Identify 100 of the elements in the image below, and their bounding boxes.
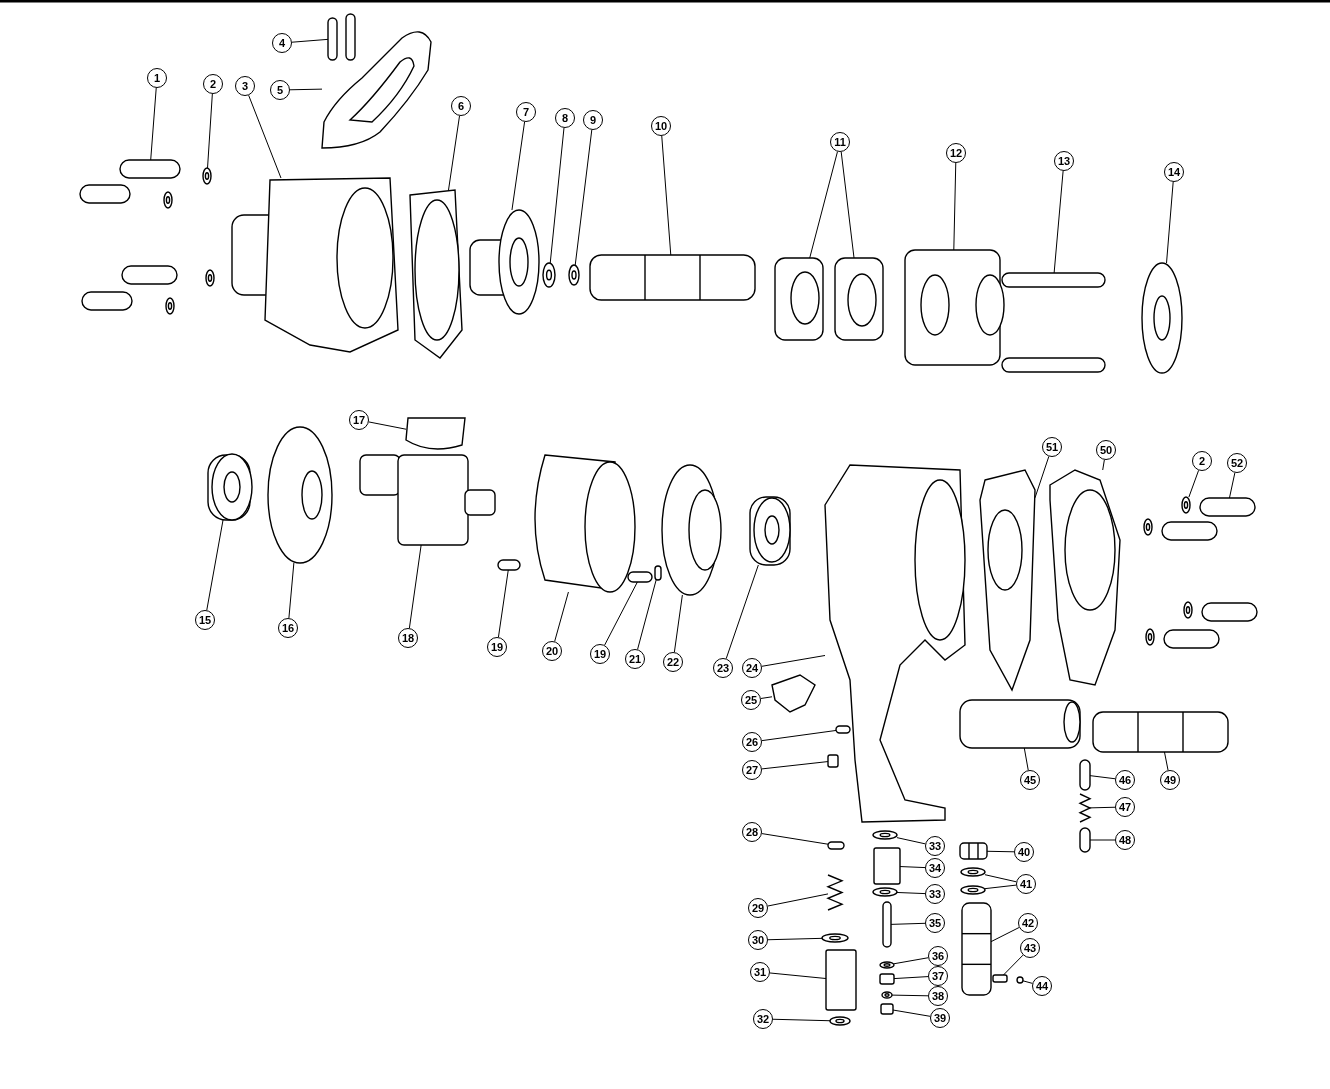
leader-line xyxy=(1188,469,1200,498)
leader-line xyxy=(368,421,407,430)
leader-line xyxy=(896,837,926,845)
valve-stem xyxy=(882,901,892,948)
washer xyxy=(165,297,175,315)
leader-line xyxy=(1089,806,1116,809)
leader-line xyxy=(986,850,1015,853)
leader-line xyxy=(1228,472,1236,499)
leader-line xyxy=(1002,954,1024,976)
callout-number: 51 xyxy=(1042,437,1062,457)
screw xyxy=(345,13,356,61)
callout-number: 41 xyxy=(1016,874,1036,894)
bolt xyxy=(1199,497,1256,517)
bushing xyxy=(469,209,540,315)
bushing xyxy=(873,847,901,885)
callout-number: 22 xyxy=(663,652,683,672)
callout-number: 33 xyxy=(925,884,945,904)
callout-number: 16 xyxy=(278,618,298,638)
callout-number: 44 xyxy=(1032,976,1052,996)
callout-number: 19 xyxy=(487,637,507,657)
leader-line xyxy=(890,922,926,925)
callout-number: 2 xyxy=(203,74,223,94)
callout-number: 21 xyxy=(625,649,645,669)
callout-number: 43 xyxy=(1020,938,1040,958)
callout-number: 5 xyxy=(270,80,290,100)
callout-number: 48 xyxy=(1115,830,1135,850)
washer xyxy=(1143,518,1153,536)
bolt xyxy=(79,184,131,204)
leader-line xyxy=(673,594,683,653)
leader-line xyxy=(554,591,569,642)
handle xyxy=(321,31,432,149)
washer xyxy=(879,961,895,969)
callout-number: 20 xyxy=(542,641,562,661)
leader-line xyxy=(408,544,422,629)
washer xyxy=(1183,601,1193,619)
callout-number: 45 xyxy=(1020,770,1040,790)
leader-line xyxy=(291,38,329,43)
leader-line xyxy=(1166,181,1174,264)
bolt xyxy=(119,159,181,179)
callout-number: 47 xyxy=(1115,797,1135,817)
leader-line xyxy=(1089,775,1116,780)
callout-number: 12 xyxy=(946,143,966,163)
leader-line xyxy=(248,94,282,179)
callout-number: 31 xyxy=(750,962,770,982)
callout-number: 46 xyxy=(1115,770,1135,790)
callout-number: 13 xyxy=(1054,151,1074,171)
callout-number: 18 xyxy=(398,628,418,648)
callout-number: 24 xyxy=(742,658,762,678)
leader-line xyxy=(288,562,295,619)
callout-number: 9 xyxy=(583,110,603,130)
callout-number: 29 xyxy=(748,898,768,918)
rear-cover xyxy=(1049,469,1121,686)
callout-number: 1 xyxy=(147,68,167,88)
callout-number: 42 xyxy=(1018,913,1038,933)
callout-number: 17 xyxy=(349,410,369,430)
gasket xyxy=(979,469,1036,692)
bolt xyxy=(121,265,178,285)
leader-line xyxy=(661,135,672,256)
callout-number: 33 xyxy=(925,836,945,856)
leader-line xyxy=(767,937,823,941)
leader-line xyxy=(984,884,1017,890)
washer xyxy=(881,991,893,999)
pin xyxy=(1001,272,1106,288)
leader-line xyxy=(761,655,826,667)
small-part xyxy=(827,754,839,768)
callout-number: 7 xyxy=(516,102,536,122)
pin xyxy=(654,565,662,581)
callout-number: 34 xyxy=(925,858,945,878)
leader-line xyxy=(1163,751,1169,771)
screw xyxy=(327,17,338,61)
bearing xyxy=(207,453,253,521)
washer xyxy=(960,867,986,877)
callout-number: 26 xyxy=(742,732,762,752)
callout-number: 23 xyxy=(713,658,733,678)
callout-number: 39 xyxy=(930,1008,950,1028)
leader-line xyxy=(761,729,837,742)
leader-line xyxy=(206,519,224,611)
washer xyxy=(872,887,898,897)
callout-number: 15 xyxy=(195,610,215,630)
leader-line xyxy=(984,874,1017,883)
washer xyxy=(829,1016,851,1026)
callout-number: 38 xyxy=(928,986,948,1006)
leader-line xyxy=(892,1009,931,1017)
bolt xyxy=(81,291,133,311)
washer xyxy=(872,830,898,840)
pin xyxy=(497,559,521,571)
small-part xyxy=(880,1003,894,1015)
leader-line xyxy=(953,162,957,251)
callout-number: 36 xyxy=(928,946,948,966)
spring xyxy=(826,874,844,911)
leader-line xyxy=(990,927,1020,943)
ball xyxy=(1016,976,1024,984)
callout-number: 6 xyxy=(451,96,471,116)
leader-line xyxy=(896,892,926,895)
leader-line xyxy=(1022,980,1033,984)
pin xyxy=(1001,357,1106,373)
valve-part xyxy=(959,842,988,860)
sleeve xyxy=(959,699,1081,749)
leader-line xyxy=(207,93,213,169)
hammer-block xyxy=(774,257,824,341)
